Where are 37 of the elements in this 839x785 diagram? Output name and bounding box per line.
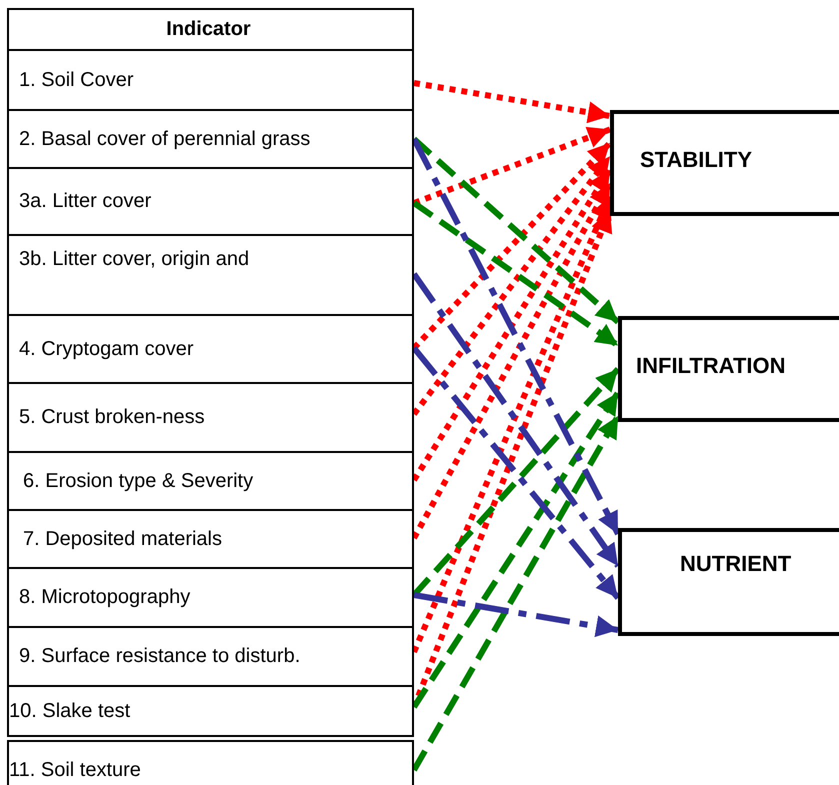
indicator-cell [7, 511, 414, 569]
indicator-label: 1. Soil Cover [19, 68, 134, 92]
indicator-label: 3b. Litter cover, origin and [19, 248, 250, 271]
indicator-label: 8. Microtopography [19, 586, 190, 609]
arrow [412, 200, 620, 348]
category-box [618, 316, 839, 422]
category-label: NUTRIENT [680, 551, 792, 577]
indicator-cell [7, 236, 414, 316]
indicator-cell [7, 687, 414, 737]
indicator-label: 5. Crust broken-ness [19, 406, 205, 429]
arrow [412, 126, 612, 206]
arrow [414, 592, 618, 638]
column-header: Indicator [166, 18, 251, 41]
indicator-label: 7. Deposited materials [23, 528, 222, 550]
category-box [610, 110, 839, 216]
indicator-cell [7, 111, 414, 169]
category-box [618, 528, 839, 636]
indicator-cell [7, 569, 414, 628]
indicator-cell [7, 453, 414, 511]
indicator-label: 11. Soil texture [9, 758, 141, 782]
header-cell [7, 8, 414, 51]
indicator-label: 6. Erosion type & Severity [23, 470, 254, 492]
indicator-label: 2. Basal cover of perennial grass [19, 128, 310, 150]
category-label: STABILITY [640, 147, 752, 173]
indicator-label: 10. Slake test [9, 700, 130, 722]
indicator-cell [7, 628, 414, 687]
arrow [412, 136, 620, 324]
indicator-cell [7, 384, 414, 453]
indicator-cell [7, 51, 414, 111]
indicator-cell [7, 740, 414, 785]
indicator-label: 4. Cryptogam cover [19, 338, 194, 360]
arrow [414, 80, 610, 124]
indicator-cell [7, 169, 414, 236]
indicator-cell [7, 316, 414, 384]
indicator-label: 9. Surface resistance to disturb. [19, 645, 300, 668]
category-label: INFILTRATION [636, 353, 786, 379]
indicator-label: 3a. Litter cover [19, 190, 152, 213]
